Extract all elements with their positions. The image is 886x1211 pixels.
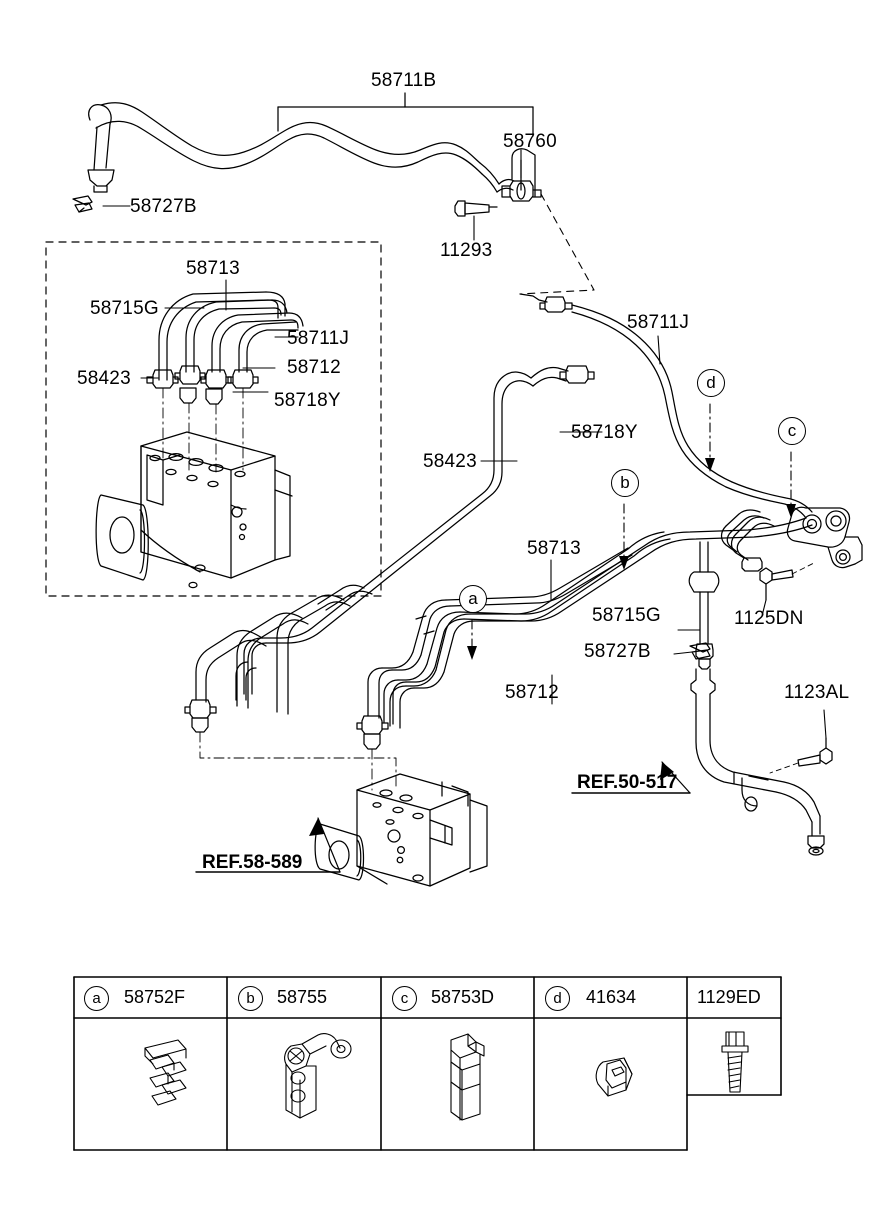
main-line-58718Y-58423 [235, 365, 595, 701]
legend-part-58753D: 58753D [431, 987, 495, 1007]
legend-part-58752F: 58752F [124, 987, 186, 1007]
label-detail-58718Y: 58718Y [274, 390, 341, 411]
legend-table-grid [73, 976, 782, 1151]
legend-marker-b: b [238, 986, 263, 1011]
brake-line-58711B [87, 102, 483, 193]
bracket-58760 [479, 148, 542, 202]
label-main-58711J: 58711J [627, 312, 690, 333]
marker-c: c [778, 417, 806, 445]
ref-arrow-58589 [195, 817, 341, 873]
marker-b: b [611, 469, 639, 497]
legend-icon-58752F [144, 1039, 187, 1106]
label-detail-58711J: 58711J [287, 328, 350, 349]
clip-58727B-top [72, 195, 93, 213]
legend-icon-58753D [450, 1033, 485, 1121]
label-detail-58423: 58423 [77, 368, 131, 389]
leader-lines [102, 149, 827, 739]
clip-58727B-main [689, 642, 711, 660]
label-main-58718Y: 58718Y [571, 422, 638, 443]
main-center-tube-bundle [367, 517, 813, 729]
bolt-11293 [454, 200, 498, 217]
label-detail-58715G: 58715G [90, 298, 159, 319]
main-line-58711J [519, 193, 595, 295]
label-1125DN: 1125DN [734, 608, 804, 629]
brake-hose-ref-50517 [690, 668, 825, 856]
right-junction-block [720, 506, 863, 572]
ref-arrow-50517 [571, 761, 691, 794]
bolt-1125DN [759, 561, 817, 601]
marker-leaders [471, 403, 792, 651]
legend-marker-a: a [84, 986, 109, 1011]
legend-icon-41634 [595, 1057, 633, 1097]
marker-a: a [459, 585, 487, 613]
marker-d: d [697, 369, 725, 397]
legend-part-41634: 41634 [586, 987, 637, 1007]
legend-part-58755: 58755 [277, 987, 328, 1007]
legend-part-1129ED: 1129ED [697, 987, 761, 1007]
detail-fittings [146, 365, 259, 405]
detail-tube-bundle [158, 291, 304, 381]
label-main-58727B: 58727B [584, 641, 651, 662]
ref-label-50-517: REF.50-517 [577, 772, 678, 793]
label-main-58712: 58712 [505, 682, 559, 703]
detail-abs-module [95, 431, 293, 589]
label-main-58423: 58423 [423, 451, 477, 472]
dimension-bracket-58711B [277, 92, 534, 137]
marker-arrowheads [467, 458, 796, 660]
legend-marker-c: c [392, 986, 417, 1011]
label-58711B: 58711B [371, 70, 437, 91]
alignment-left-module [199, 731, 397, 791]
abs-module-ref-58589 [314, 773, 488, 887]
label-58727B-top: 58727B [130, 196, 197, 217]
legend-marker-d: d [545, 986, 570, 1011]
clip-58715G-main [688, 541, 720, 670]
main-center-fittings [356, 715, 389, 750]
bolt-1123AL [769, 737, 833, 774]
label-detail-58712: 58712 [287, 357, 341, 378]
label-detail-58713: 58713 [186, 258, 240, 279]
legend-icon-58755 [284, 1033, 352, 1119]
label-58760: 58760 [503, 131, 557, 152]
main-left-tube-bundle [184, 584, 373, 733]
label-11293: 11293 [440, 240, 493, 261]
label-main-58715G: 58715G [592, 605, 661, 626]
detail-view-dashed-box [45, 241, 382, 597]
legend-icon-1129ED [721, 1031, 749, 1093]
label-main-58713: 58713 [527, 538, 581, 559]
detail-alignment-lines [162, 387, 244, 473]
label-1123AL: 1123AL [784, 682, 850, 703]
ref-label-58-589: REF.58-589 [202, 852, 303, 873]
main-line-58711J-tube [519, 293, 813, 519]
